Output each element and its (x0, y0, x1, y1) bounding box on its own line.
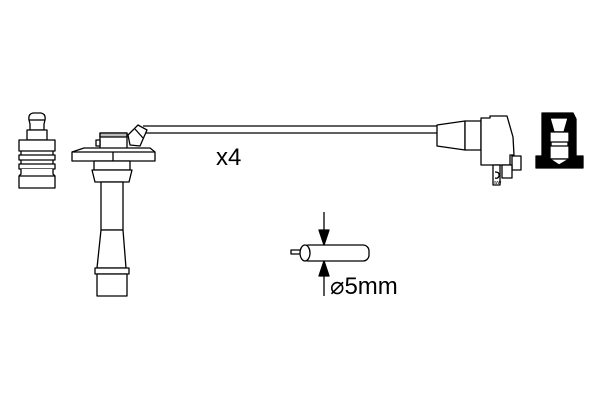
cap-section-icon (536, 113, 583, 168)
diameter-label: ⌀5mm (330, 273, 398, 300)
spark-plug-connector-icon (19, 113, 55, 188)
cable-cross-section-icon (291, 212, 369, 296)
ignition-cable-icon (128, 125, 440, 146)
coil-connector-icon: ww (437, 116, 521, 186)
svg-text:ww: ww (494, 180, 502, 186)
spark-plug-boot-icon (72, 133, 155, 296)
quantity-label: x4 (216, 144, 242, 171)
